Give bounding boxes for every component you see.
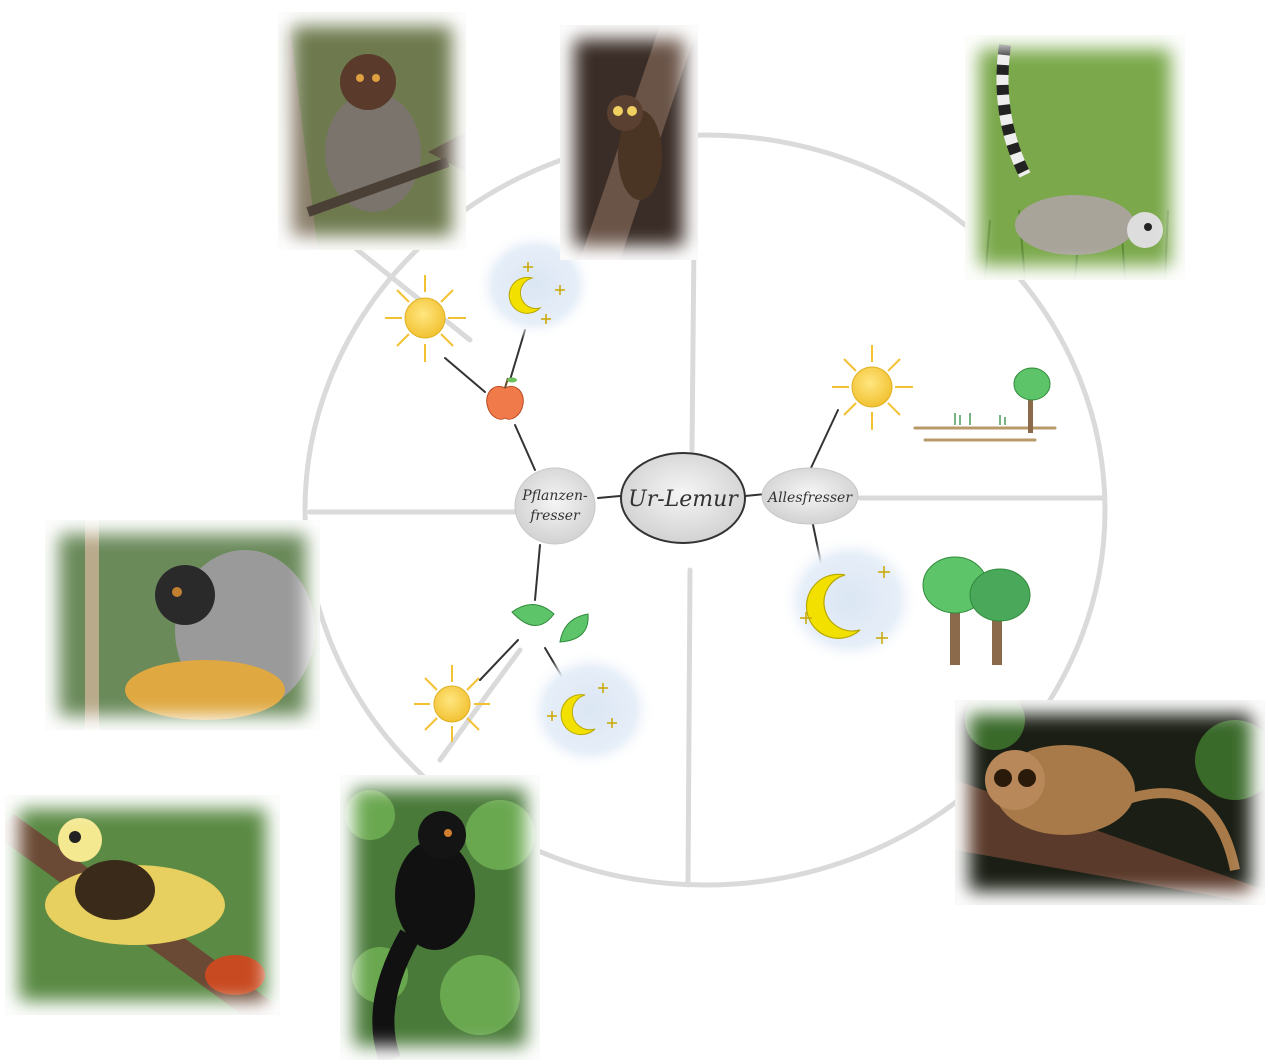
sun-icon [385, 275, 466, 362]
omnivore-node: Allesfresser [762, 468, 858, 524]
photo-ring-tailed-lemur [965, 35, 1185, 280]
photo-brown-lemur [278, 12, 466, 250]
photo-nocturnal-lemur [560, 25, 698, 260]
herbivore-label-line1: Pflanzen- [521, 488, 588, 504]
herbivore-node: Pflanzen- fresser [515, 468, 595, 544]
savanna-icon [915, 368, 1055, 440]
herbivore-label-line2: fresser [529, 508, 581, 524]
sun-icon [832, 345, 913, 430]
photo-black-lemur [340, 775, 540, 1060]
photo-mouse-lemur [955, 700, 1265, 905]
photo-coquerels-sifaka [5, 795, 280, 1015]
omnivore-label: Allesfresser [766, 490, 853, 506]
apple-icon [487, 378, 524, 420]
forest-icon [923, 557, 1030, 665]
leaf-icon [512, 604, 588, 642]
photo-diademed-sifaka [45, 520, 320, 730]
center-label: Ur-Lemur [628, 487, 739, 512]
sun-icon [414, 665, 490, 742]
center-node: Ur-Lemur [621, 453, 745, 543]
